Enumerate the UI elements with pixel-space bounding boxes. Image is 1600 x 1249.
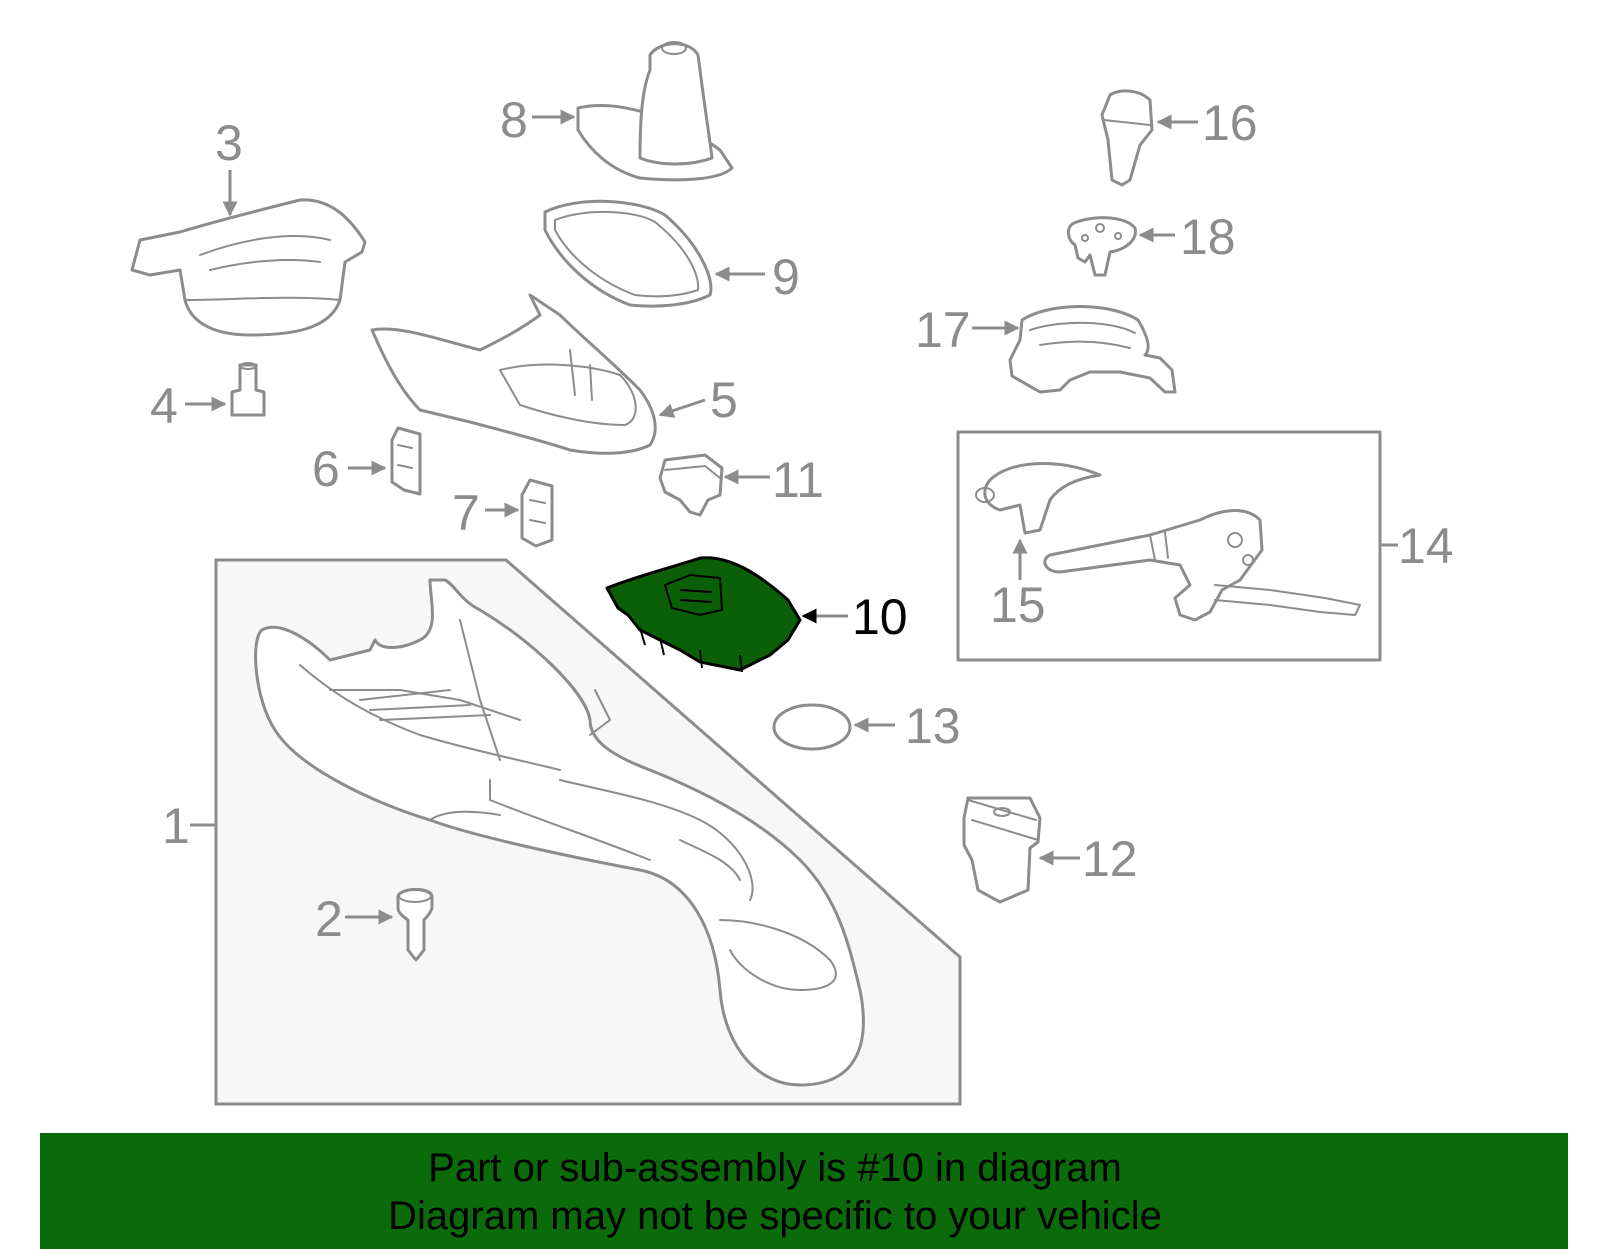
callout-12-label: 12 (1082, 831, 1138, 887)
callout-12: 12 (1038, 831, 1138, 887)
callout-15: 15 (990, 538, 1046, 633)
part-15-release-button[interactable] (975, 462, 1102, 535)
part-6-bracket[interactable] (390, 426, 422, 496)
part-14-parking-brake-lever[interactable] (1043, 509, 1361, 622)
callout-5: 5 (658, 372, 738, 428)
callout-2-label: 2 (315, 891, 343, 947)
info-banner: Part or sub-assembly is #10 in diagram D… (40, 1133, 1568, 1249)
callout-3-label: 3 (215, 115, 243, 171)
callout-1-label: 1 (162, 798, 190, 854)
banner-line-2: Diagram may not be specific to your vehi… (388, 1194, 1162, 1238)
part-8-shift-boot[interactable] (576, 41, 734, 182)
callout-1: 1 (162, 798, 216, 854)
callout-8: 8 (500, 92, 576, 148)
callout-17: 17 (915, 302, 1020, 358)
callout-11-label: 11 (772, 452, 824, 508)
callout-7: 7 (452, 485, 520, 541)
callout-4: 4 (150, 378, 227, 434)
banner-line-1: Part or sub-assembly is #10 in diagram (428, 1146, 1122, 1190)
part-12-switch[interactable] (962, 796, 1042, 904)
callout-2: 2 (315, 891, 394, 947)
callout-9-label: 9 (772, 249, 800, 305)
callout-17-label: 17 (915, 302, 971, 358)
part-18-retainer[interactable] (1066, 216, 1137, 277)
part-4-bolt[interactable] (230, 362, 266, 417)
part-17-cover[interactable] (1008, 305, 1177, 394)
callout-18: 18 (1138, 209, 1236, 265)
callout-18-label: 18 (1180, 209, 1236, 265)
part-7-bracket[interactable] (520, 478, 554, 548)
callout-13: 13 (853, 698, 961, 754)
callout-14-label: 14 (1398, 518, 1454, 574)
part-2-clip[interactable] (396, 888, 434, 962)
part-16-shift-knob[interactable] (1100, 89, 1154, 187)
part-13-ring[interactable] (772, 703, 852, 751)
part-11-switch[interactable] (658, 453, 724, 517)
callout-4-label: 4 (150, 378, 178, 434)
part-3-shift-lever-cover[interactable] (130, 198, 367, 337)
callout-9: 9 (714, 249, 800, 305)
callout-5-label: 5 (710, 372, 738, 428)
callout-16: 16 (1156, 95, 1258, 151)
callout-7-label: 7 (452, 485, 480, 541)
callout-3: 3 (215, 115, 243, 217)
callout-15-label: 15 (990, 577, 1046, 633)
part-10-highlighted[interactable] (605, 556, 802, 673)
callout-10: 10 (801, 589, 908, 645)
part-5-shift-panel[interactable] (370, 293, 657, 455)
callout-13-label: 13 (905, 698, 961, 754)
part-1-console-body[interactable] (254, 578, 865, 1087)
callout-6-label: 6 (312, 441, 340, 497)
part-9-shift-bezel[interactable] (543, 199, 713, 308)
callout-11: 11 (723, 452, 824, 508)
callout-6: 6 (312, 441, 387, 497)
callout-8-label: 8 (500, 92, 528, 148)
callout-14: 14 (1380, 518, 1454, 574)
callout-16-label: 16 (1202, 95, 1258, 151)
callout-10-label: 10 (852, 589, 908, 645)
